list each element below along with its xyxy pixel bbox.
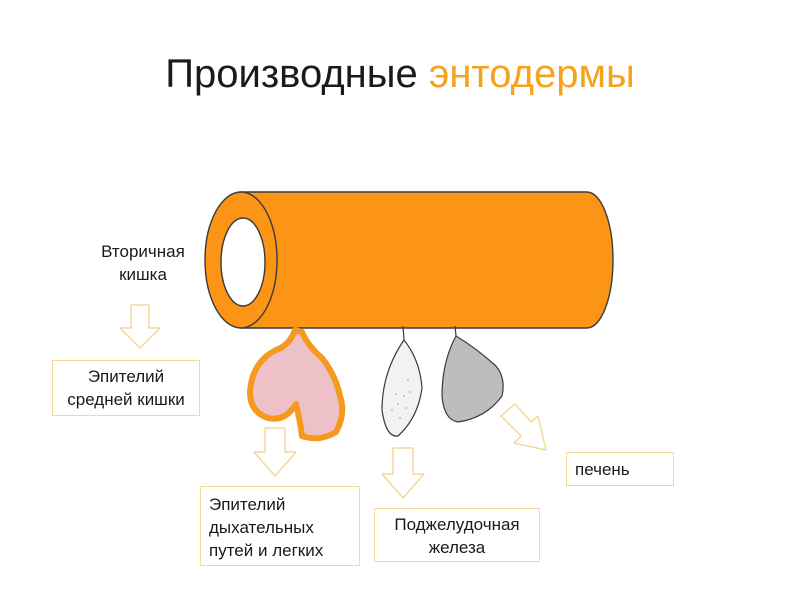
pancreas-box: Поджелудочная железа	[374, 508, 540, 562]
midgut-epithelium-box: Эпителий средней кишки	[52, 360, 200, 416]
page-title: Производные энтодермы	[0, 52, 800, 97]
gut-tube-body	[240, 191, 614, 329]
liver-bud	[441, 325, 504, 423]
liver-box: печень	[566, 452, 674, 486]
secondary-gut-label: Вторичная кишка	[88, 240, 198, 286]
respiratory-line-3: путей и легких	[209, 541, 324, 560]
pancreas-line-2: железа	[428, 538, 486, 557]
pancreas-bud	[381, 325, 423, 437]
liver-shape	[441, 335, 504, 423]
respiratory-line-1: Эпителий	[209, 495, 286, 514]
pancreas-line-1: Поджелудочная	[394, 515, 520, 534]
title-part-1: Производные	[165, 52, 418, 96]
gut-tube	[204, 191, 614, 329]
arrow-pancreas	[381, 447, 425, 499]
respiratory-epithelium-box: Эпителий дыхательных путей и легких	[200, 486, 360, 566]
pancreas-shape	[381, 338, 423, 437]
title-part-2: энтодермы	[428, 52, 635, 96]
arrow-secondary-gut	[119, 304, 161, 349]
gut-tube-lumen	[220, 217, 266, 307]
arrow-respiratory	[253, 427, 297, 477]
liver-label: печень	[575, 460, 630, 479]
respiratory-line-2: дыхательных	[209, 518, 314, 537]
midgut-epithelium-line-2: средней кишки	[67, 390, 185, 409]
secondary-gut-line-1: Вторичная	[101, 242, 185, 261]
midgut-epithelium-line-1: Эпителий	[87, 367, 165, 386]
secondary-gut-line-2: кишка	[119, 265, 167, 284]
arrow-liver	[500, 403, 547, 451]
lung-bud-shape	[247, 327, 346, 442]
